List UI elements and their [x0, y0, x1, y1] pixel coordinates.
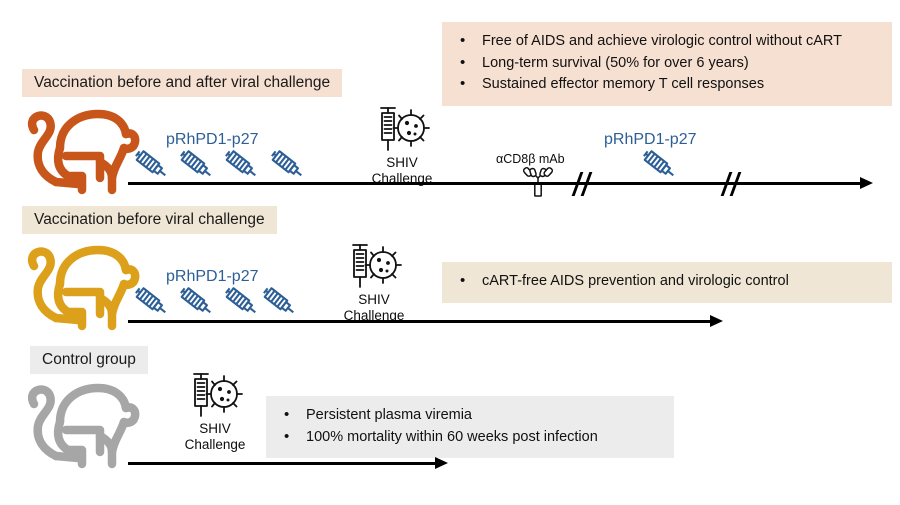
group-1-badge: Vaccination before and after viral chall…	[22, 69, 343, 98]
challenge-label-line-2: Challenge	[184, 436, 246, 452]
syringe-icon	[639, 148, 679, 184]
group-3-challenge-label: SHIV Challenge	[184, 421, 246, 453]
outcome-item: Free of AIDS and achieve virologic contr…	[456, 30, 878, 52]
syringe-icon	[221, 148, 261, 184]
outcome-item: Persistent plasma viremia	[280, 404, 660, 426]
monkey-icon	[16, 378, 142, 472]
shiv-challenge-icon	[185, 372, 243, 420]
group-1-vaccine-label-post: pRhPD1-p27	[604, 131, 697, 148]
outcome-item: 100% mortality within 60 weeks post infe…	[280, 426, 660, 448]
syringe-icon	[131, 148, 171, 184]
challenge-label-line-1: SHIV	[386, 155, 418, 170]
monkey-icon	[16, 240, 142, 334]
outcome-item: cART-free AIDS prevention and virologic …	[456, 270, 878, 292]
shiv-challenge-icon	[372, 106, 430, 154]
group-1-timeline	[128, 182, 866, 186]
antibody-icon	[521, 166, 555, 198]
outcome-item: Long-term survival (50% for over 6 years…	[456, 52, 878, 74]
syringe-icon	[176, 285, 216, 321]
group-3-timeline	[128, 462, 440, 466]
syringe-icon	[259, 285, 299, 321]
syringe-icon	[176, 148, 216, 184]
monkey-icon	[16, 104, 142, 198]
syringe-icon	[131, 285, 171, 321]
timeline-arrow-icon	[710, 315, 723, 327]
group-2-outcome-box: cART-free AIDS prevention and virologic …	[442, 262, 892, 303]
group-3-outcome-box: Persistent plasma viremia 100% mortality…	[266, 396, 674, 459]
timeline-break-icon	[720, 172, 746, 196]
timeline-break-icon	[571, 172, 597, 196]
group-2-challenge-label: SHIV Challenge	[343, 292, 405, 324]
syringe-icon	[221, 285, 261, 321]
group-1-antibody-label: αCD8β mAb	[496, 152, 565, 166]
group-3-badge: Control group	[30, 346, 148, 375]
shiv-challenge-icon	[344, 243, 402, 291]
group-1-vaccine-label-pre: pRhPD1-p27	[166, 131, 259, 148]
group-1-outcome-box: Free of AIDS and achieve virologic contr…	[442, 22, 892, 106]
group-2-vaccine-label-pre: pRhPD1-p27	[166, 268, 259, 285]
group-2-badge: Vaccination before viral challenge	[22, 206, 277, 235]
challenge-label-line-2: Challenge	[343, 307, 405, 323]
outcome-item: Sustained effector memory T cell respons…	[456, 73, 878, 95]
syringe-icon	[267, 148, 307, 184]
challenge-label-line-1: SHIV	[358, 292, 390, 307]
challenge-label-line-1: SHIV	[199, 421, 231, 436]
timeline-arrow-icon	[860, 177, 873, 189]
group-2-timeline	[128, 320, 716, 324]
timeline-arrow-icon	[435, 457, 448, 469]
